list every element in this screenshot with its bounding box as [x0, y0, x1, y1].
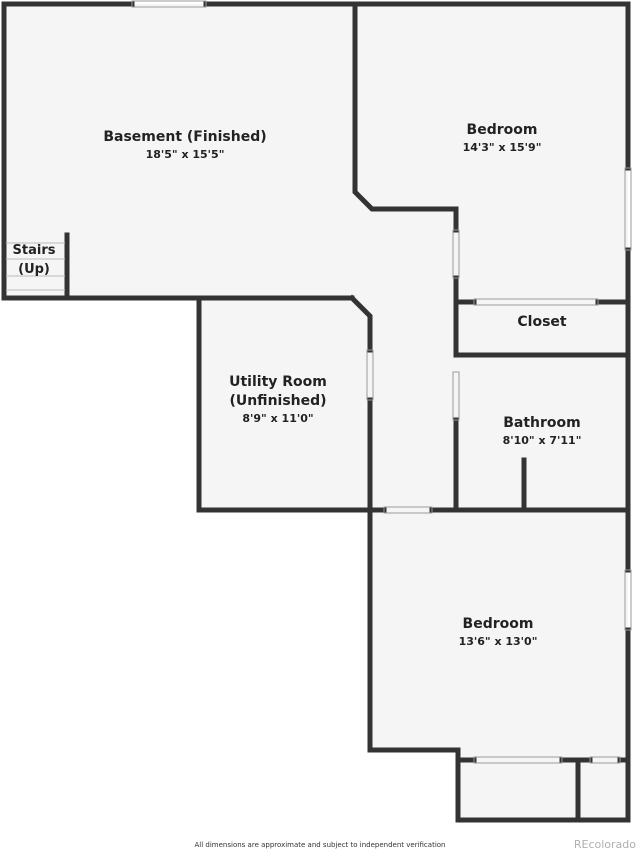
bedroom-top-dims: 14'3" x 15'9" — [462, 141, 542, 154]
basement-dims: 18'5" x 15'5" — [145, 148, 225, 161]
bathroom-label: Bathroom — [503, 415, 581, 431]
window-top — [131, 0, 207, 8]
door-closet — [473, 298, 599, 306]
closet-label: Closet — [517, 314, 567, 330]
basement-label: Basement (Finished) — [103, 129, 267, 145]
stairs-label-line2: (Up) — [18, 262, 50, 277]
utility-label-line2: (Unfinished) — [229, 393, 327, 409]
bedroom-bottom-floor — [370, 510, 628, 820]
bathroom-floor — [456, 355, 628, 510]
door-bathroom — [452, 371, 460, 421]
utility-dims: 8'9" x 11'0" — [242, 412, 314, 425]
brand-watermark: REcolorado — [573, 838, 636, 851]
closet-floor — [456, 302, 628, 355]
bedroom-top-floor — [355, 4, 628, 302]
window-bottom-left — [473, 756, 563, 764]
bathroom-dims: 8'10" x 7'11" — [502, 434, 582, 447]
door-utility — [366, 349, 374, 401]
walls — [1, 1, 631, 823]
bedroom-bottom-label: Bedroom — [462, 616, 534, 632]
windows — [131, 0, 632, 764]
bedroom-top-label: Bedroom — [466, 122, 538, 138]
utility-label-line1: Utility Room — [229, 374, 327, 390]
door-bedroom-bottom — [383, 506, 433, 514]
floor-fills — [4, 4, 628, 820]
window-bottom-right — [589, 756, 621, 764]
window-right-bottom — [624, 569, 632, 631]
bedroom-bottom-dims: 13'6" x 13'0" — [458, 635, 538, 648]
stairs-treads — [6, 242, 65, 291]
basement-floor — [4, 4, 456, 510]
utility-floor — [199, 298, 370, 510]
stairs-label-line1: Stairs — [12, 243, 56, 258]
window-right-top — [624, 167, 632, 251]
door-bedroom-top — [452, 229, 460, 279]
disclaimer-note: All dimensions are approximate and subje… — [194, 841, 446, 849]
